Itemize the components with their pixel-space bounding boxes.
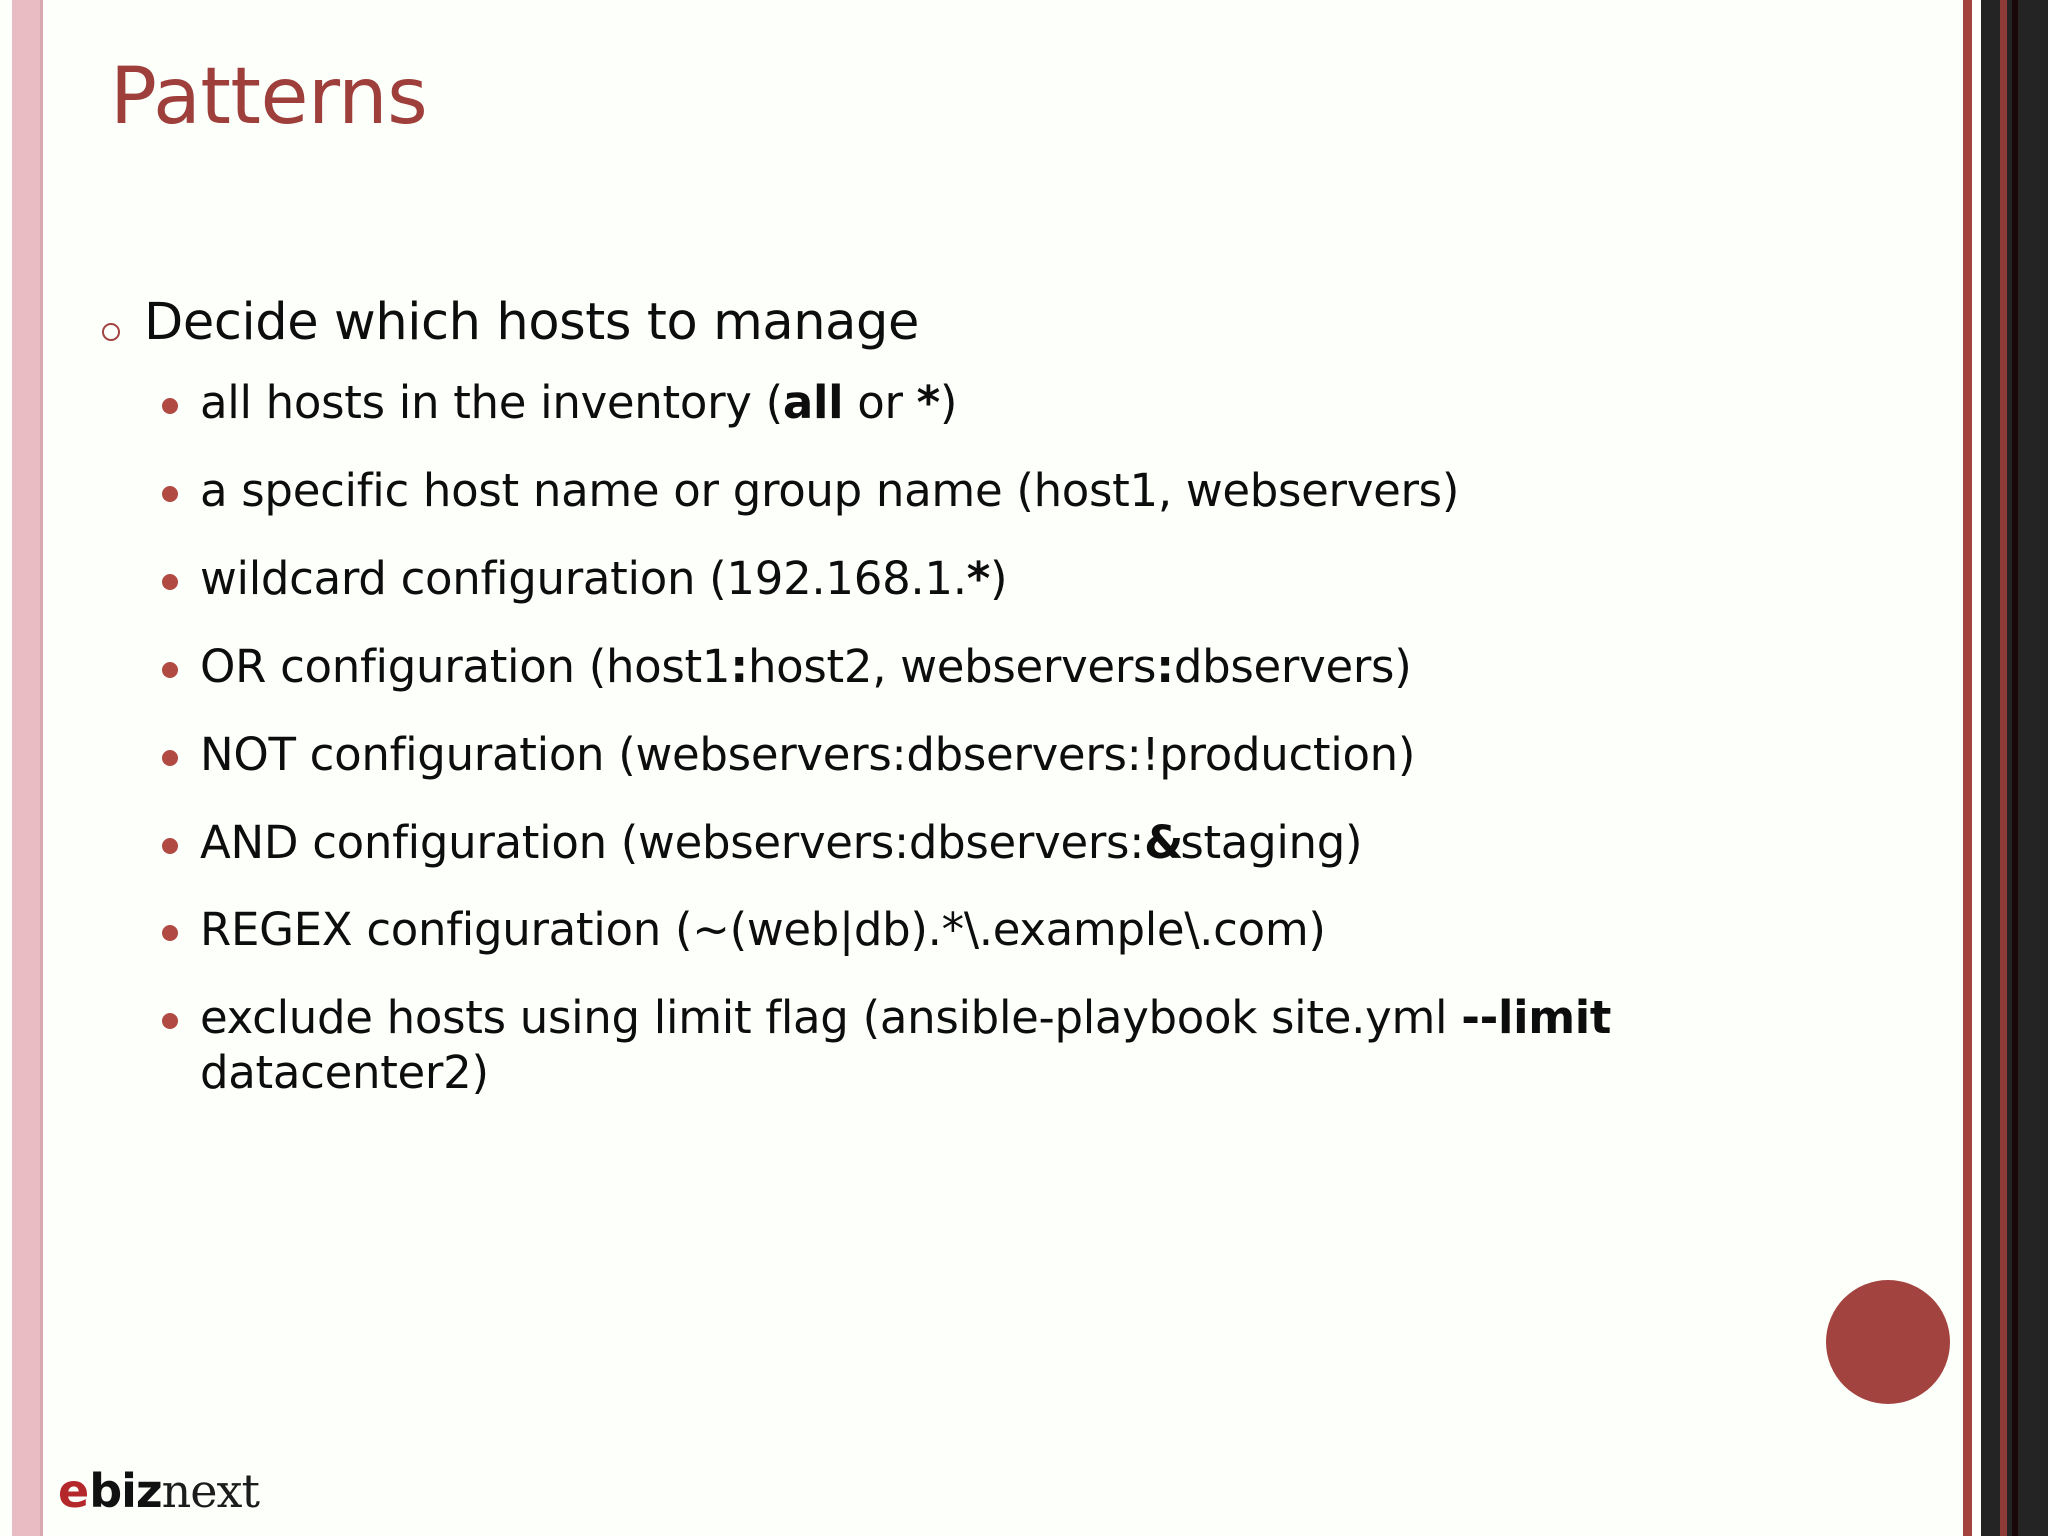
level2-label-or-config: OR configuration (host1:host2, webserver… [200, 639, 1412, 693]
level2-label-regex-config: REGEX configuration (~(web|db).*\.exampl… [200, 903, 1326, 957]
hollow-circle-bullet-icon [100, 295, 144, 343]
list-item-all-hosts: all hosts in the inventory (all or *) [162, 376, 1860, 431]
level2-list: all hosts in the inventory (all or *) a … [162, 376, 1860, 1101]
logo-part-e: e [58, 1464, 90, 1518]
logo-part-biz: biz [89, 1464, 162, 1518]
level2-label-not-config: NOT configuration (webservers:dbservers:… [200, 727, 1416, 781]
filled-dot-bullet-icon [162, 464, 200, 502]
decorative-circle [1826, 1280, 1950, 1404]
ebiznext-logo: ebiznext [58, 1468, 260, 1514]
filled-dot-bullet-icon [162, 376, 200, 415]
right-white-gap [1972, 0, 1981, 1536]
right-red-accent-line [1963, 0, 1972, 1536]
page-title: Patterns [110, 52, 428, 142]
slide-body: Decide which hosts to manage all hosts i… [100, 295, 1860, 1134]
filled-dot-bullet-icon [162, 903, 200, 942]
level1-label: Decide which hosts to manage [144, 293, 919, 352]
level2-label-limit-flag: exclude hosts using limit flag (ansible-… [200, 991, 1612, 1100]
level2-label-wildcard: wildcard configuration (192.168.1.*) [200, 551, 1008, 605]
list-item-regex-config: REGEX configuration (~(web|db).*\.exampl… [162, 903, 1860, 958]
right-dark-band-shadow-stripe [2012, 0, 2018, 1536]
filled-dot-bullet-icon [162, 552, 200, 590]
filled-dot-bullet-icon [162, 991, 200, 1030]
left-pink-border-edge [40, 0, 43, 1536]
list-item-not-config: NOT configuration (webservers:dbservers:… [162, 728, 1860, 783]
level2-label-all-hosts: all hosts in the inventory (all or *) [200, 376, 958, 430]
right-dark-band-red-stripe [2000, 0, 2007, 1536]
filled-dot-bullet-icon [162, 816, 200, 854]
left-pink-border-bar [12, 0, 40, 1536]
level2-label-and-config: AND configuration (webservers:dbservers:… [200, 815, 1363, 869]
list-item-level1: Decide which hosts to manage [100, 295, 1860, 350]
list-item-and-config: AND configuration (webservers:dbservers:… [162, 816, 1860, 871]
filled-dot-bullet-icon [162, 728, 200, 766]
list-item-or-config: OR configuration (host1:host2, webserver… [162, 640, 1860, 695]
list-item-limit-flag: exclude hosts using limit flag (ansible-… [162, 991, 1860, 1101]
level2-label-specific-host: a specific host name or group name (host… [200, 463, 1460, 517]
filled-dot-bullet-icon [162, 640, 200, 678]
list-item-wildcard: wildcard configuration (192.168.1.*) [162, 552, 1860, 607]
list-item-specific-host: a specific host name or group name (host… [162, 464, 1860, 519]
logo-part-next: next [161, 1464, 260, 1518]
